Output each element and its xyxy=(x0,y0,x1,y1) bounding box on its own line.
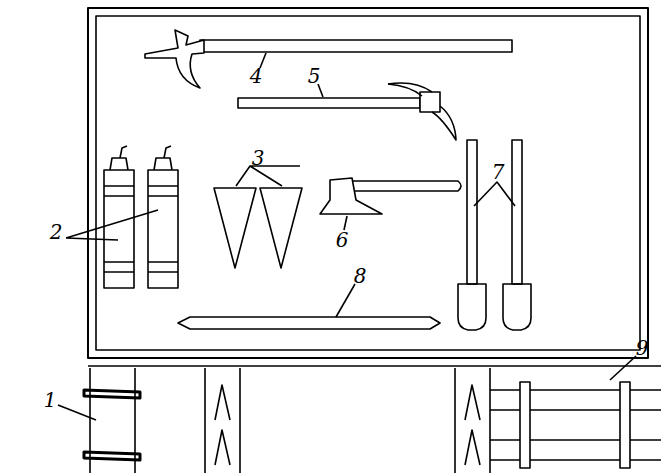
callout-number: 7 xyxy=(492,162,505,182)
callout-number: 6 xyxy=(336,230,349,250)
callout-number: 8 xyxy=(354,266,367,286)
callout-number: 5 xyxy=(308,66,321,86)
callout-number: 3 xyxy=(252,148,265,168)
callout-number: 4 xyxy=(250,66,263,86)
callout-number: 2 xyxy=(50,222,63,242)
callout-number: 1 xyxy=(44,390,57,410)
callout-number: 9 xyxy=(636,338,649,358)
